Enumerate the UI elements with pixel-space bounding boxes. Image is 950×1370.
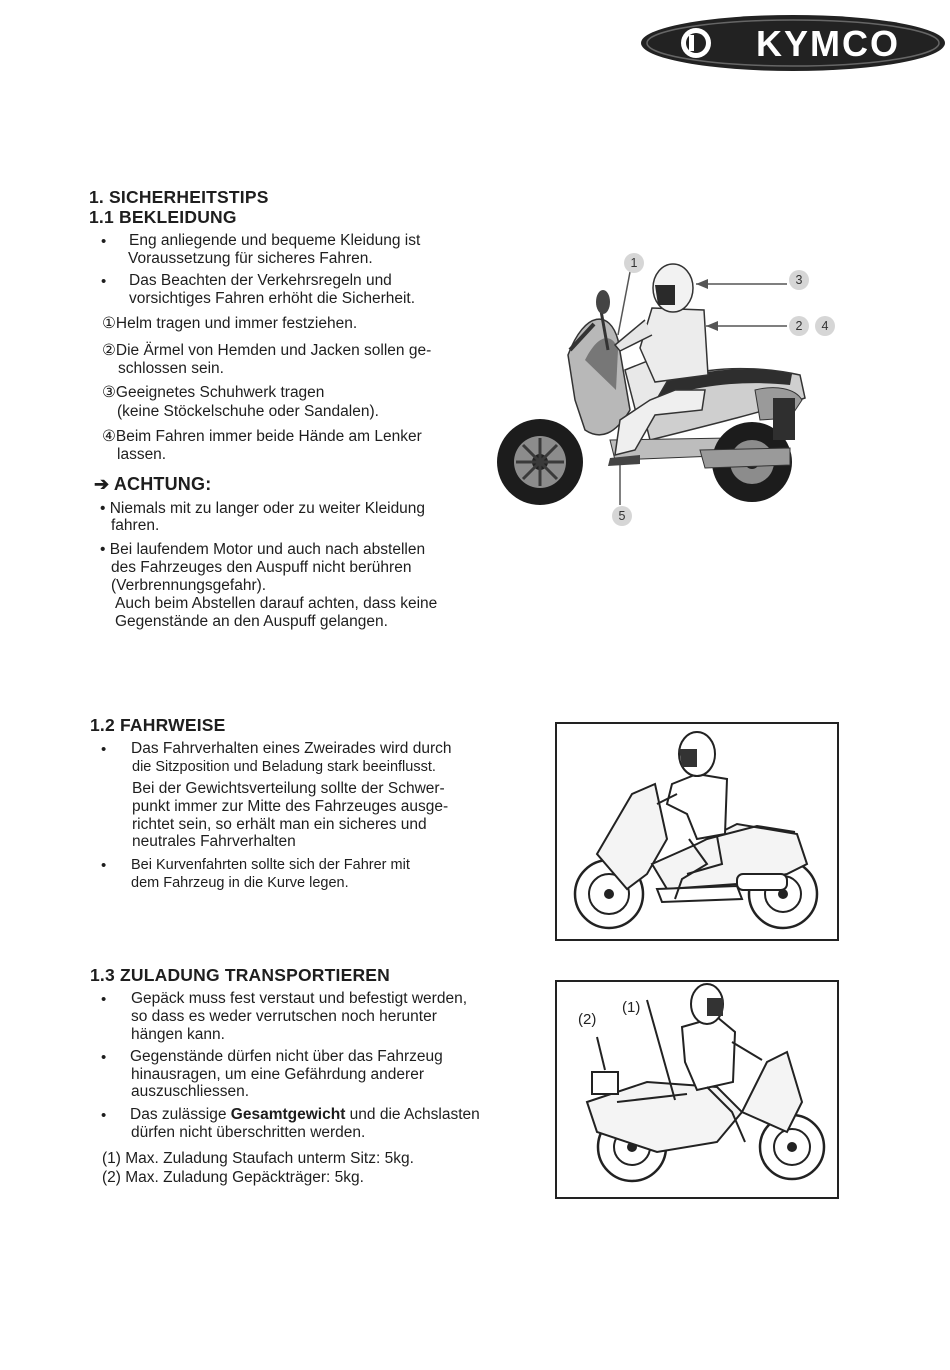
section-title: 1. SICHERHEITSTIPS bbox=[89, 187, 269, 207]
fahrweise-bullet-2-line1: Bei Kurvenfahrten sollte sich der Fahrer… bbox=[131, 857, 410, 873]
fahrweise-para-line1: Bei der Gewichtsverteilung sollte der Sc… bbox=[132, 780, 445, 797]
fahrweise-bullet-1-line2: die Sitzposition und Beladung stark beei… bbox=[132, 759, 436, 775]
emphasis-gesamtgewicht: Gesamtgewicht bbox=[230, 1106, 346, 1123]
warning-2-line4: Auch beim Abstellen darauf achten, dass … bbox=[115, 595, 438, 612]
warning-1-line1: • Niemals mit zu langer oder zu weiter K… bbox=[100, 500, 426, 517]
bullet-dot: • bbox=[101, 273, 107, 290]
riding-posture-illustration-frame bbox=[555, 722, 839, 941]
subsection-title-zuladung: 1.3 ZULADUNG TRANSPORTIEREN bbox=[90, 965, 391, 985]
luggage-illustration bbox=[585, 983, 826, 1183]
zuladung-bullet-1-line2: so dass es weder verrutschen noch herunt… bbox=[131, 1008, 437, 1025]
scooter-rider-clothing-illustration bbox=[497, 263, 806, 505]
svg-text:KYMCO: KYMCO bbox=[756, 23, 900, 64]
numbered-item-4-line2: lassen. bbox=[117, 446, 167, 463]
zuladung-bullet-1-line3: hängen kann. bbox=[131, 1026, 225, 1043]
bullet-2-line1: Das Beachten der Verkehrsregeln und bbox=[129, 272, 392, 289]
circled-number: ③ bbox=[102, 384, 116, 401]
text-span: Das zulässige bbox=[130, 1106, 231, 1123]
callout-5: 5 bbox=[612, 506, 632, 526]
luggage-illustration-frame bbox=[555, 980, 839, 1199]
warning-2-line3: (Verbrennungsgefahr). bbox=[111, 577, 267, 594]
callout-3: 3 bbox=[789, 270, 809, 290]
label-2-carrier: (2) bbox=[578, 1011, 597, 1028]
fahrweise-para-line2: punkt immer zur Mitte des Fahrzeuges aus… bbox=[132, 798, 449, 815]
subsection-title-fahrweise: 1.2 FAHRWEISE bbox=[90, 715, 226, 735]
kymco-logo: KYMCO bbox=[641, 15, 945, 71]
bullet-dot: • bbox=[101, 857, 107, 874]
bullet-1-line2: Voraussetzung für sicheres Fahren. bbox=[128, 250, 373, 267]
circled-number: ④ bbox=[102, 428, 116, 445]
numbered-item-2-line2: schlossen sein. bbox=[118, 360, 224, 377]
numbered-item-text: Geeignetes Schuhwerk tragen bbox=[115, 384, 325, 401]
warning-1-line2: fahren. bbox=[111, 517, 160, 534]
warning-2-line5: Gegenstände an den Auspuff gelangen. bbox=[115, 613, 388, 630]
bullet-2-line2: vorsichtiges Fahren erhöht die Sicherhei… bbox=[129, 290, 416, 307]
warning-2-line1: • Bei laufendem Motor und auch nach abst… bbox=[100, 541, 426, 558]
numbered-item-1: ①Helm tragen und immer festziehen. bbox=[102, 315, 357, 334]
callout-1: 1 bbox=[624, 253, 644, 273]
callout-2: 2 bbox=[789, 316, 809, 336]
bullet-dot: • bbox=[101, 1049, 107, 1066]
zuladung-bullet-1-line1: Gepäck muss fest verstaut und befestigt … bbox=[131, 990, 468, 1007]
riding-posture-illustration bbox=[573, 731, 819, 930]
bullet-1-line1: Eng anliegende und bequeme Kleidung ist bbox=[129, 232, 421, 249]
numbered-item-text: Die Ärmel von Hemden und Jacken sollen g… bbox=[115, 342, 432, 359]
text-span: und die Achslasten bbox=[345, 1106, 480, 1123]
zuladung-bullet-2-line2: hinausragen, um eine Gefährdung anderer bbox=[131, 1066, 424, 1083]
zuladung-bullet-2-line1: Gegenstände dürfen nicht über das Fahrze… bbox=[130, 1048, 443, 1065]
load-limit-2: (2) Max. Zuladung Gepäckträger: 5kg. bbox=[102, 1169, 364, 1186]
fahrweise-para-line4: neutrales Fahrverhalten bbox=[132, 833, 296, 850]
warning-2-line2: des Fahrzeuges den Auspuff nicht berühre… bbox=[111, 559, 412, 576]
bullet-dot: • bbox=[101, 991, 107, 1008]
numbered-item-3-line2: (keine Stöckelschuhe oder Sandalen). bbox=[117, 403, 379, 420]
numbered-item-text: Beim Fahren immer beide Hände am Lenker bbox=[115, 428, 422, 445]
zuladung-bullet-3-line1: Das zulässige Gesamtgewicht und die Achs… bbox=[130, 1106, 480, 1125]
numbered-item-4: ④Beim Fahren immer beide Hände am Lenker bbox=[102, 428, 422, 447]
numbered-item-3: ③Geeignetes Schuhwerk tragen bbox=[102, 384, 324, 403]
load-limit-1: (1) Max. Zuladung Staufach unterm Sitz: … bbox=[102, 1150, 414, 1167]
bullet-dot: • bbox=[101, 741, 107, 758]
fahrweise-para-line3: richtet sein, so erhält man ein sicheres… bbox=[132, 816, 427, 833]
bullet-dot: • bbox=[101, 233, 107, 250]
label-1-underseat: (1) bbox=[622, 999, 641, 1016]
fahrweise-bullet-1-line1: Das Fahrverhalten eines Zweirades wird d… bbox=[131, 740, 452, 757]
circled-number: ① bbox=[102, 315, 116, 332]
warning-title: ➔ ACHTUNG: bbox=[94, 474, 212, 494]
zuladung-bullet-3-line2: dürfen nicht überschritten werden. bbox=[131, 1124, 366, 1141]
callout-4: 4 bbox=[815, 316, 835, 336]
circled-number: ② bbox=[102, 342, 116, 359]
numbered-item-text: Helm tragen und immer festziehen. bbox=[115, 315, 358, 332]
zuladung-bullet-2-line3: auszuschliessen. bbox=[131, 1083, 250, 1100]
fahrweise-bullet-2-line2: dem Fahrzeug in die Kurve legen. bbox=[131, 875, 349, 891]
numbered-item-2: ②Die Ärmel von Hemden und Jacken sollen … bbox=[102, 342, 431, 361]
subsection-title-bekleidung: 1.1 BEKLEIDUNG bbox=[89, 207, 237, 227]
bullet-dot: • bbox=[101, 1107, 107, 1124]
